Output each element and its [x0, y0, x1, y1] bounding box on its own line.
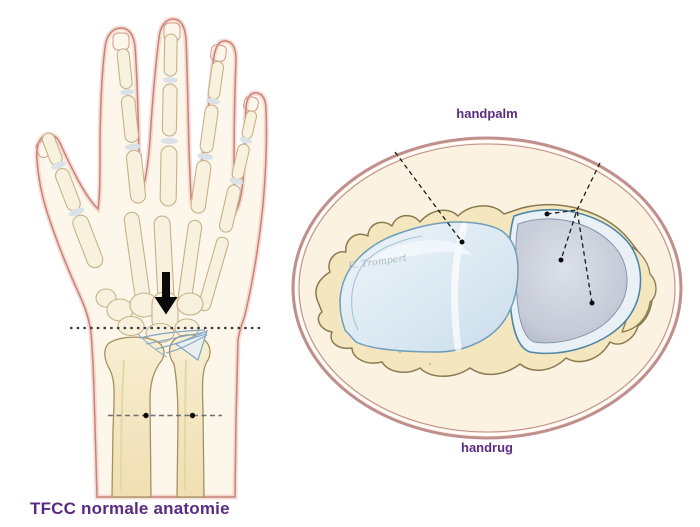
cartilage-highlight — [368, 240, 472, 262]
label-handrug: handrug — [461, 440, 513, 455]
label-handpalm: handpalm — [456, 106, 518, 121]
leader-line-left — [394, 151, 463, 243]
radius-bone — [104, 336, 165, 498]
leader-dot-rim-top — [544, 211, 550, 217]
leader-dot-cartilage — [459, 239, 465, 245]
hand-skin-silhouette — [34, 16, 269, 500]
carpal-bones — [95, 288, 204, 344]
thumb-bones — [41, 132, 104, 269]
ulna-marker-dot — [189, 412, 196, 419]
leader-lines — [394, 151, 601, 304]
leader-dots — [459, 211, 595, 306]
forearm-dashed-line — [108, 412, 222, 419]
tfcc-articular-disc — [515, 218, 628, 344]
leader-dot-disc — [558, 257, 564, 263]
tfcc-ligaments — [137, 329, 208, 361]
down-arrow-icon — [154, 272, 178, 315]
leader-line-right-main — [560, 162, 601, 261]
cross-section-border-inner — [298, 143, 676, 433]
scaphoid-fossa-inner-line — [351, 235, 423, 331]
middle-finger-bones — [159, 33, 178, 207]
ring-finger-bones — [190, 60, 225, 214]
leader-dot-rim-bottom — [589, 300, 595, 306]
hand-figure — [34, 16, 269, 500]
fossa-ridge-highlight — [451, 222, 468, 352]
radius-marker-dot — [143, 412, 149, 419]
forearm-bones — [104, 334, 211, 498]
figure-caption: TFCC normale anatomie — [30, 499, 230, 518]
little-finger-bones — [218, 110, 258, 233]
index-finger-bones — [116, 48, 147, 204]
leader-line-right-branch — [546, 209, 593, 304]
cross-section-figure — [291, 136, 683, 440]
cross-section-border-outer — [291, 136, 683, 440]
